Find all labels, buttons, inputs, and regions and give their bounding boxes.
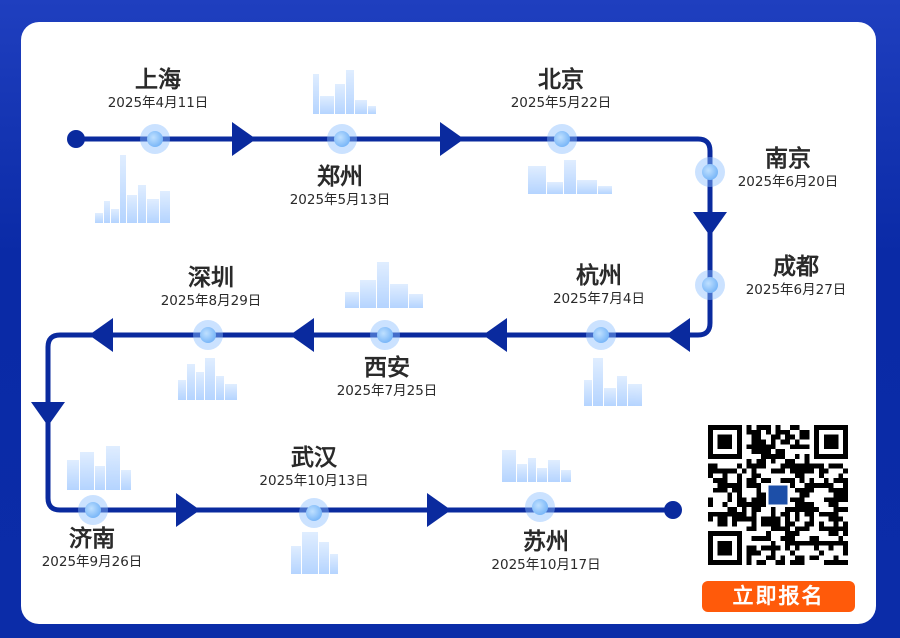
stop-node-shanghai[interactable] xyxy=(140,124,170,154)
stop-date: 2025年10月17日 xyxy=(491,557,601,573)
stop-label: 武汉 2025年10月13日 xyxy=(234,444,394,490)
stop-name: 济南 xyxy=(69,526,115,552)
stop-label: 济南 2025年9月26日 xyxy=(12,525,172,571)
stop-label: 成都 2025年6月27日 xyxy=(716,253,876,299)
stop-name: 成都 xyxy=(773,254,819,280)
stop-name: 西安 xyxy=(364,355,410,381)
jinan-skyline xyxy=(67,446,131,490)
beijing-skyline xyxy=(528,160,612,194)
stop-node-suzhou[interactable] xyxy=(525,492,555,522)
start-dot xyxy=(67,130,85,148)
stop-date: 2025年9月26日 xyxy=(41,554,143,570)
stop-date: 2025年6月20日 xyxy=(737,174,839,190)
stop-date: 2025年5月13日 xyxy=(289,192,391,208)
suzhou-skyline xyxy=(502,450,571,482)
wuhan-skyline xyxy=(291,532,338,574)
stop-name: 北京 xyxy=(538,67,584,93)
stop-node-nanjing[interactable] xyxy=(695,157,725,187)
stop-node-zhengzhou[interactable] xyxy=(327,124,357,154)
stop-label: 杭州 2025年7月4日 xyxy=(519,262,679,308)
end-dot xyxy=(664,501,682,519)
stop-node-jinan[interactable] xyxy=(78,495,108,525)
hangzhou-skyline xyxy=(584,358,642,406)
stop-date: 2025年7月4日 xyxy=(552,291,646,307)
stop-date: 2025年4月11日 xyxy=(107,95,209,111)
xian-skyline xyxy=(345,262,423,308)
stop-node-shenzhen[interactable] xyxy=(193,320,223,350)
stop-date: 2025年8月29日 xyxy=(160,293,262,309)
stop-name: 南京 xyxy=(765,146,811,172)
stop-name: 上海 xyxy=(135,67,181,93)
stop-label: 北京 2025年5月22日 xyxy=(481,66,641,112)
stop-node-chengdu[interactable] xyxy=(695,270,725,300)
stop-label: 西安 2025年7月25日 xyxy=(307,354,467,400)
register-button[interactable]: 立即报名 xyxy=(702,581,855,612)
stop-node-xian[interactable] xyxy=(370,320,400,350)
stop-node-beijing[interactable] xyxy=(547,124,577,154)
stop-label: 上海 2025年4月11日 xyxy=(78,66,238,112)
shenzhen-skyline xyxy=(178,358,237,400)
stop-date: 2025年7月25日 xyxy=(336,383,438,399)
stop-node-hangzhou[interactable] xyxy=(586,320,616,350)
stop-label: 郑州 2025年5月13日 xyxy=(260,163,420,209)
stop-date: 2025年6月27日 xyxy=(745,282,847,298)
qr-code[interactable] xyxy=(707,425,849,565)
stop-name: 郑州 xyxy=(317,164,363,190)
stop-label: 苏州 2025年10月17日 xyxy=(466,528,626,574)
stop-name: 杭州 xyxy=(576,263,622,289)
stop-name: 苏州 xyxy=(523,529,569,555)
stop-name: 深圳 xyxy=(188,265,234,291)
zhengzhou-skyline xyxy=(313,70,376,114)
stop-node-wuhan[interactable] xyxy=(299,498,329,528)
stop-date: 2025年10月13日 xyxy=(259,473,369,489)
stop-label: 南京 2025年6月20日 xyxy=(708,145,868,191)
stop-label: 深圳 2025年8月29日 xyxy=(131,264,291,310)
qr-logo-icon xyxy=(768,485,788,505)
direction-arrows xyxy=(31,122,727,527)
stop-date: 2025年5月22日 xyxy=(510,95,612,111)
shanghai-skyline xyxy=(95,155,170,223)
stop-name: 武汉 xyxy=(291,445,337,471)
